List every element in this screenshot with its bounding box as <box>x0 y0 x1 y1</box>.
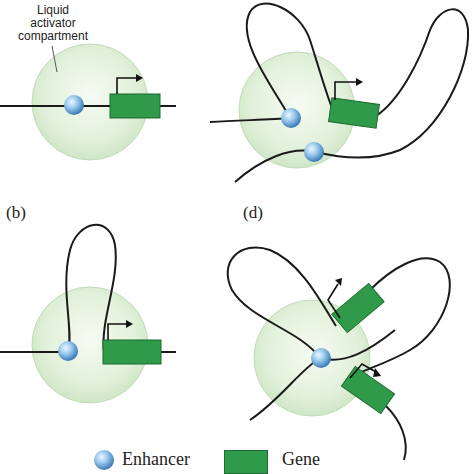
arrow-head <box>335 278 342 286</box>
legend-text: Enhancer <box>122 449 190 470</box>
callout-label: Liquid activator compartment <box>14 4 92 44</box>
enhancer-sphere <box>58 341 78 361</box>
legend-text: Gene <box>282 449 320 470</box>
gene-box <box>103 340 161 364</box>
arrow-head <box>373 368 381 377</box>
tss-arrow <box>328 284 340 318</box>
panel-a <box>0 44 176 160</box>
tss-arrow <box>350 364 376 378</box>
legend-symbol <box>93 449 115 471</box>
enhancer-sphere <box>281 108 301 128</box>
dna-strand <box>210 4 332 122</box>
legend-swatch <box>224 450 268 474</box>
panel-label: (b) <box>6 204 46 223</box>
gene-box <box>332 283 384 332</box>
tss-arrow <box>108 324 126 340</box>
gene-box <box>329 98 380 128</box>
dna-strand <box>235 9 468 182</box>
enhancer-sphere <box>94 450 114 470</box>
tss-arrow <box>117 78 136 94</box>
dna-strand <box>320 330 395 360</box>
panel-b <box>0 225 176 403</box>
dna-strand <box>0 225 176 352</box>
enhancer-sphere <box>304 142 324 162</box>
dna-strand <box>228 248 336 420</box>
panel-c <box>210 4 468 182</box>
tss-arrow <box>335 82 356 100</box>
gene-box <box>341 366 394 413</box>
arrow-head <box>136 74 143 82</box>
arrow-head <box>356 78 363 86</box>
gene-box <box>110 94 160 118</box>
leader-line <box>52 46 57 72</box>
dna-strand <box>386 406 406 460</box>
enhancer-sphere <box>311 348 331 368</box>
panel-d <box>228 248 450 460</box>
panel-label: (d) <box>243 204 283 223</box>
arrow-head <box>126 320 133 328</box>
enhancer-sphere <box>64 95 84 115</box>
